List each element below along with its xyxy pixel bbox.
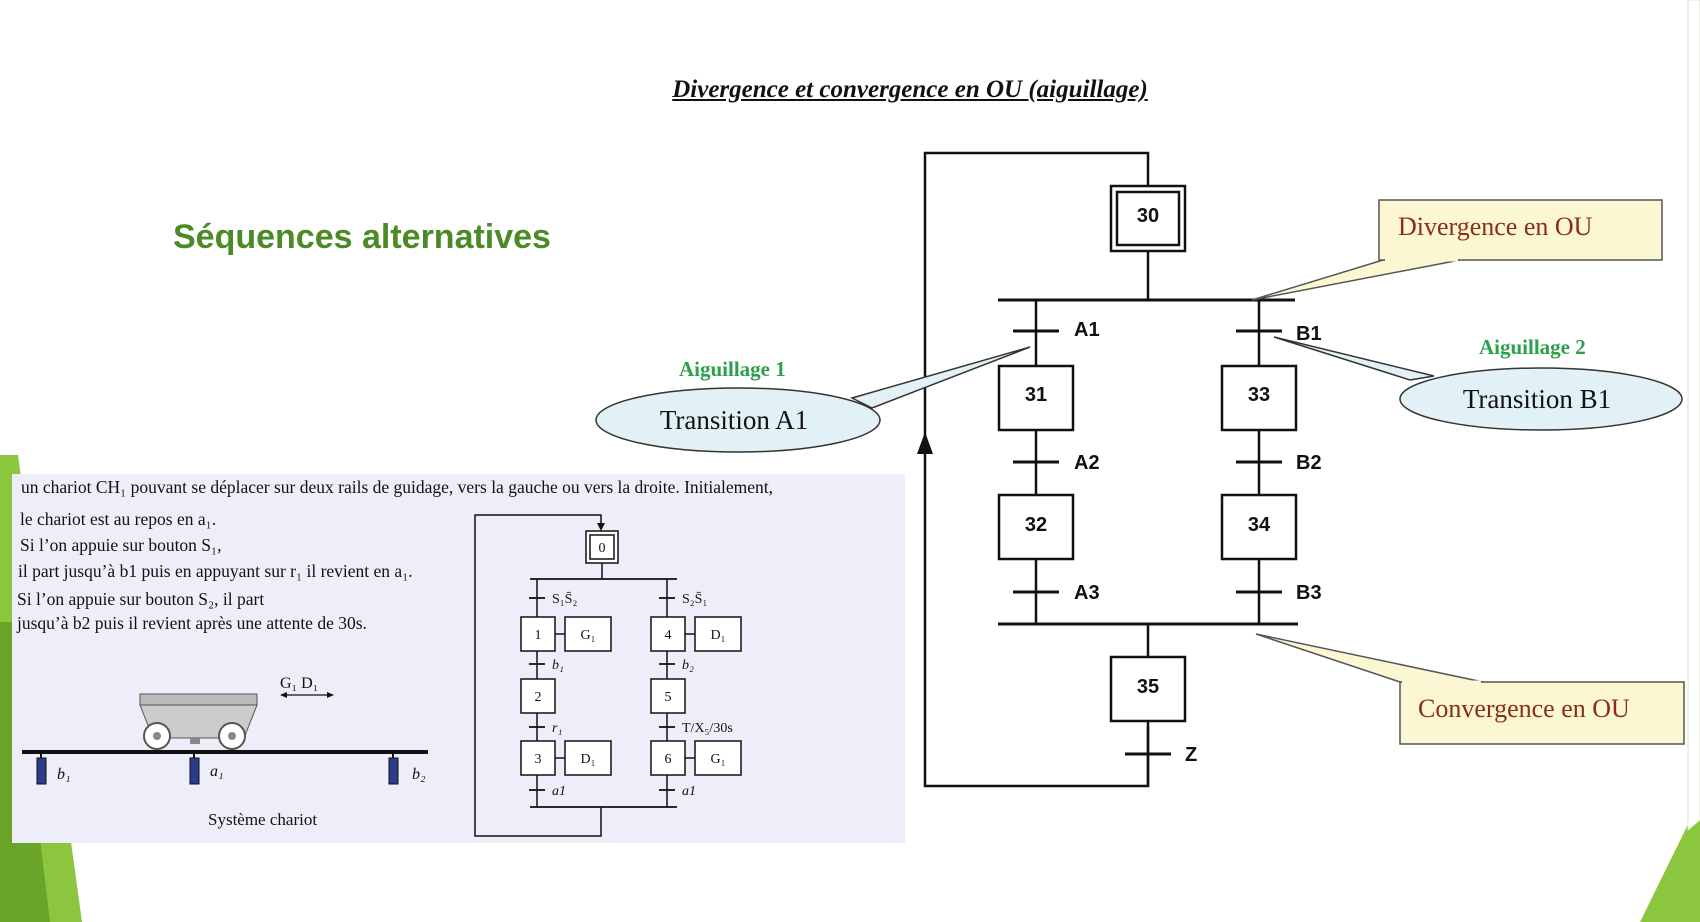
sensor-a1 <box>189 752 200 785</box>
step-34-label: 34 <box>1248 514 1271 536</box>
transition-b1-ellipse <box>1399 367 1683 431</box>
small-action-g1-left-label: G₁ <box>581 628 596 643</box>
step-34: 34 <box>1220 493 1298 561</box>
direction-arrow-left-head <box>280 692 287 698</box>
exercise-text-line-5: Si l’on appuie sur bouton S₂, il part <box>17 589 265 609</box>
exercise-text-line-4: il part jusqu’à b1 puis en appuyant sur … <box>18 561 413 581</box>
small-step-3: 3 <box>520 740 556 776</box>
sensor-b1 <box>36 752 47 785</box>
section-title: Séquences alternatives <box>173 218 551 256</box>
convergence-callout-box <box>1399 681 1685 745</box>
transition-a1-label: A1 <box>1074 319 1100 341</box>
transition-a1-ellipse <box>595 387 881 453</box>
sensor-b2-label: b₂ <box>412 766 426 783</box>
small-t-b2-label: b₂ <box>682 658 694 673</box>
transition-a2-label: A2 <box>1074 452 1100 474</box>
small-t-timer-label: T/X₅/30s <box>682 721 733 736</box>
small-t-r1-label: r₁ <box>552 721 562 736</box>
small-t-s1-label: S₁S̄₂ <box>552 591 577 607</box>
chariot-cart <box>139 693 258 750</box>
small-step-3-label: 3 <box>535 752 542 767</box>
small-action-g1-right: G₁ <box>694 740 742 776</box>
small-step-2-label: 2 <box>535 690 542 705</box>
convergence-callout-pointer <box>1255 633 1484 683</box>
sensor-a1-label: a₁ <box>210 763 224 780</box>
sensor-b2 <box>388 752 399 785</box>
transition-b1-pointer <box>1273 336 1435 381</box>
small-step-5-label: 5 <box>665 690 672 705</box>
exercise-text-line-3: Si l’on appuie sur bouton S₁, <box>20 535 222 555</box>
divergence-callout-text: Divergence en OU <box>1398 212 1593 241</box>
divergence-callout-box <box>1378 199 1663 261</box>
small-action-g1-right-label: G₁ <box>711 752 726 767</box>
right-green-strip <box>1687 0 1700 832</box>
small-step-1-label: 1 <box>535 628 542 643</box>
step-32: 32 <box>997 493 1075 561</box>
sensor-b1-label: b₁ <box>57 766 71 783</box>
small-step-2: 2 <box>520 678 556 714</box>
aiguillage-2-label: Aiguillage 2 <box>1479 335 1586 359</box>
direction-label: G₁ D₁ <box>280 675 318 692</box>
direction-arrow-right-head <box>327 692 334 698</box>
step-33-label: 33 <box>1248 384 1270 406</box>
exercise-text-line-6: jusqu’à b2 puis il revient après une att… <box>17 613 367 633</box>
transition-a1-ellipse-text: Transition A1 <box>660 405 808 435</box>
right-green-shape <box>1640 800 1700 922</box>
transition-a3-label: A3 <box>1074 582 1100 604</box>
small-t-a1-right-label: a1 <box>682 784 696 799</box>
transition-z-label: Z <box>1185 744 1197 766</box>
return-arrow <box>917 432 933 454</box>
small-step-6: 6 <box>650 740 686 776</box>
small-step-0: 0 <box>585 530 619 564</box>
small-loop-arrow <box>597 523 605 531</box>
transition-b3-label: B3 <box>1296 582 1322 604</box>
small-step-0-label: 0 <box>599 541 606 556</box>
small-step-4: 4 <box>650 616 686 652</box>
step-33: 33 <box>1220 364 1298 432</box>
small-step-6-label: 6 <box>665 752 672 767</box>
transition-a1-pointer <box>849 346 1031 409</box>
chariot-caption: Système chariot <box>208 810 317 829</box>
divergence-callout-pointer <box>1251 259 1461 301</box>
step-31-label: 31 <box>1025 384 1047 406</box>
exercise-text-line-1: un chariot CH₁ pouvant se déplacer sur d… <box>21 477 774 497</box>
aiguillage-1-label: Aiguillage 1 <box>679 357 786 381</box>
small-step-5: 5 <box>650 678 686 714</box>
small-loop-line <box>474 514 602 837</box>
slide-title: Divergence et convergence en OU (aiguill… <box>672 76 1148 103</box>
small-t-b1-label: b₁ <box>552 658 564 673</box>
small-action-d1-right: D₁ <box>694 616 742 652</box>
small-action-d1-left-label: D₁ <box>581 752 596 767</box>
step-31: 31 <box>997 364 1075 432</box>
convergence-callout-text: Convergence en OU <box>1418 694 1630 723</box>
small-step-4-label: 4 <box>665 628 672 643</box>
step-35: 35 <box>1109 655 1187 723</box>
step-30: 30 <box>1109 184 1187 253</box>
small-t-s2-label: S₂S̄₁ <box>682 591 707 607</box>
small-action-d1-right-label: D₁ <box>711 628 726 643</box>
small-step-1: 1 <box>520 616 556 652</box>
exercise-text-line-2: le chariot est au repos en a₁. <box>20 509 217 529</box>
small-action-d1-left: D₁ <box>564 740 612 776</box>
exercise-panel: un chariot CH₁ pouvant se déplacer sur d… <box>12 474 905 843</box>
small-action-g1-left: G₁ <box>564 616 612 652</box>
chariot-system: G₁ D₁ b₁ a₁ <box>22 675 428 829</box>
transition-b1-label: B1 <box>1296 323 1322 345</box>
step-35-label: 35 <box>1137 676 1159 698</box>
small-t-a1-left-label: a1 <box>552 784 566 799</box>
step-32-label: 32 <box>1025 514 1047 536</box>
step-30-label: 30 <box>1137 205 1159 227</box>
transition-b2-label: B2 <box>1296 452 1322 474</box>
transition-b1-ellipse-text: Transition B1 <box>1463 384 1611 414</box>
small-grafcet: 0 S₁S̄₂ 1 G₁ b₁ 2 <box>474 514 742 837</box>
